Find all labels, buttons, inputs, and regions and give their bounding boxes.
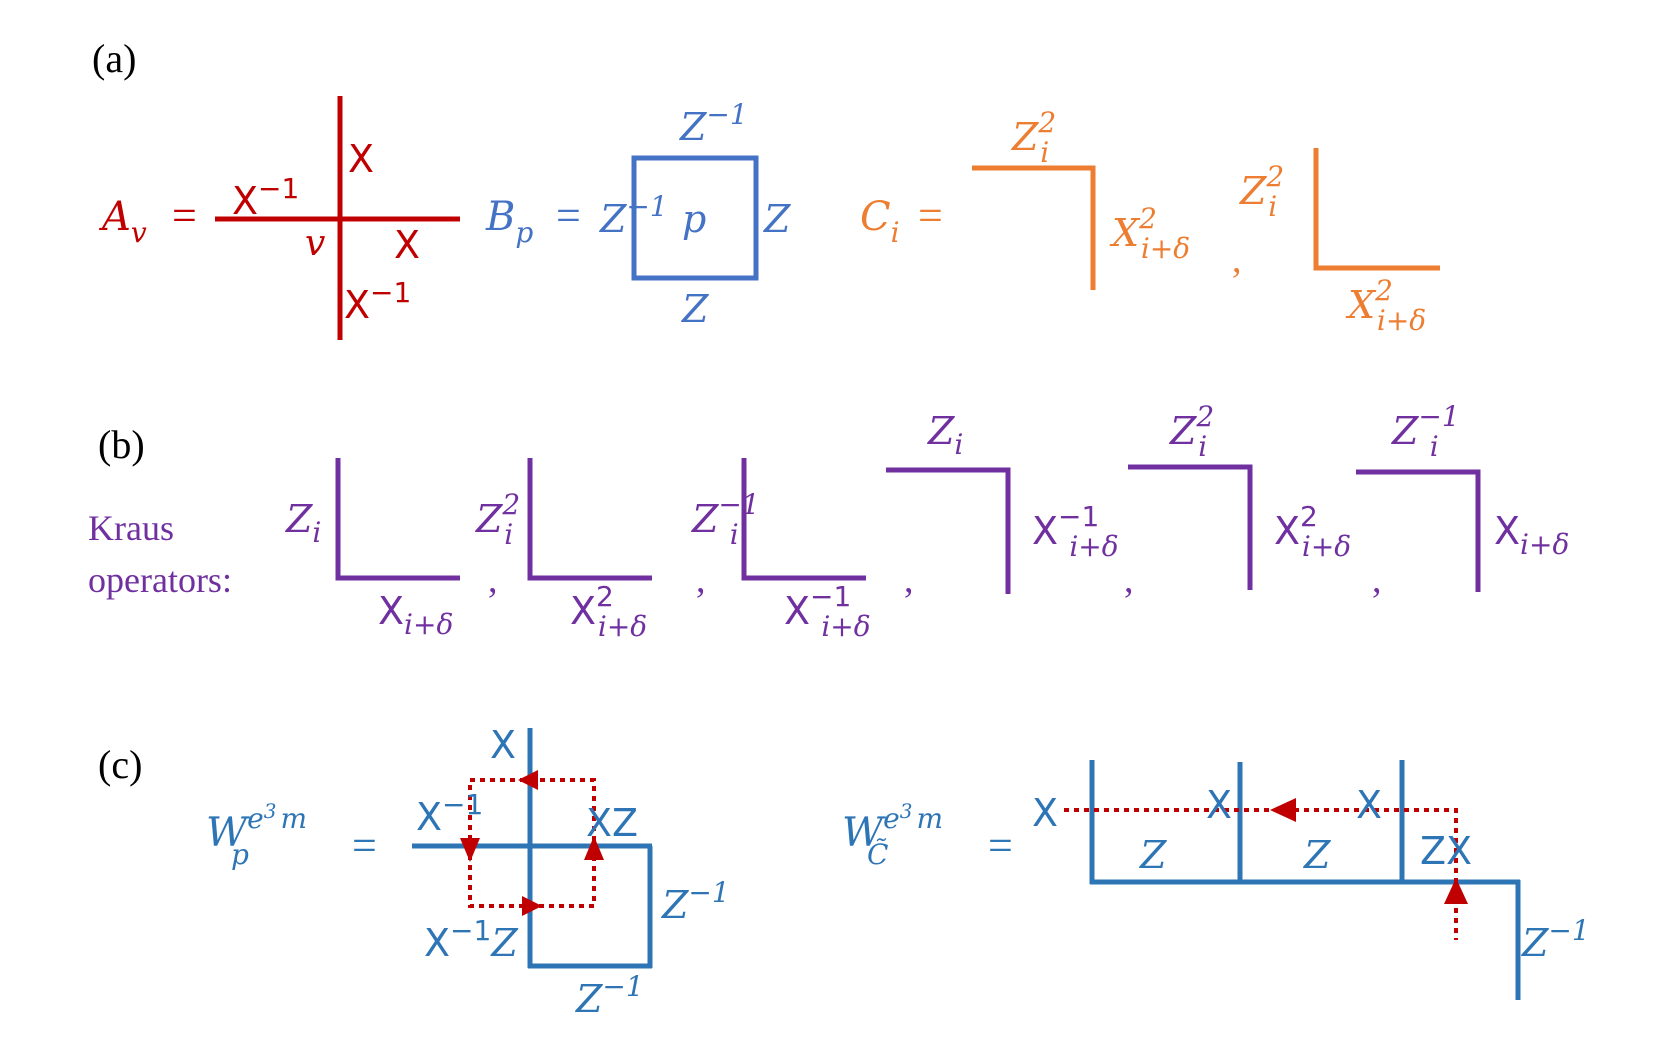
Bp-right-Z: Z <box>763 197 791 241</box>
Bp-left-Zinv: Z−1 <box>599 190 668 241</box>
Bp-bottom-Z: Z <box>681 287 709 331</box>
plaquette-operator-Bp: Bp = Z−1 Z−1 p Z Z <box>485 98 791 331</box>
svg-text:Z2i: Z2i <box>475 488 520 551</box>
Wc-X-3: X <box>1356 783 1382 827</box>
svg-text:X−1i+δ: X−1i+δ <box>784 580 871 643</box>
svg-text:Z−1i: Z−1i <box>691 488 760 551</box>
Bp-symbol: Bp <box>485 194 533 249</box>
Wc-Z-2: Z <box>1303 833 1331 877</box>
kraus-label-line2: operators: <box>88 560 232 600</box>
svg-text:Xi+δ: Xi+δ <box>378 589 453 641</box>
panel-label-b: (b) <box>98 422 145 467</box>
Ci-corner-2 <box>1313 148 1440 271</box>
Wc-X-2: X <box>1206 783 1232 827</box>
svg-text:X2i+δ: X2i+δ <box>570 580 647 643</box>
Bp-square <box>631 155 759 281</box>
svg-text:Xi+δ: Xi+δ <box>1494 509 1569 561</box>
Wp-equals: = <box>352 821 377 870</box>
Av-right-X: X <box>394 223 420 267</box>
Wc-Z-1: Z <box>1139 833 1167 877</box>
Wp-left-Xinv: X−1 <box>416 788 483 839</box>
Wp-bottom-Zinv: Z−1 <box>575 970 644 1021</box>
Av-symbol: Av <box>98 194 147 249</box>
Av-bottom-Xinv: X−1 <box>344 276 411 327</box>
Av-top-X: X <box>348 137 374 181</box>
Wp-XZ: XZ <box>586 801 638 845</box>
svg-text:Z2i: Z2i <box>1169 400 1214 463</box>
Wp-top-X: X <box>490 723 516 767</box>
Bp-equals: = <box>556 191 581 240</box>
Av-left-Xinv: X−1 <box>232 172 299 223</box>
Wc-X-1: X <box>1032 791 1058 835</box>
kraus-label-line1: Kraus <box>88 508 174 548</box>
Av-equals: = <box>172 191 197 240</box>
Wp-right-Zinv: Z−1 <box>661 876 730 927</box>
svg-text:,: , <box>696 559 706 601</box>
svg-text:Zi: Zi <box>285 497 321 549</box>
Bp-center-p: p <box>682 197 706 241</box>
Wc-ZX: ZX <box>1420 829 1472 873</box>
Ci-symbol: Ci <box>860 194 900 249</box>
svg-text:X−1i+δ: X−1i+δ <box>1032 500 1119 563</box>
panel-label-a: (a) <box>92 36 136 81</box>
Wp-bottom-left-Xinv-Z: X−1Z <box>424 914 518 965</box>
svg-text:Zi: Zi <box>927 409 963 461</box>
svg-text:,: , <box>1372 559 1382 601</box>
Bp-top-Zinv: Z−1 <box>679 98 748 149</box>
Ci-comma: , <box>1232 239 1242 281</box>
Wc-equals: = <box>988 821 1013 870</box>
svg-text:,: , <box>904 559 914 601</box>
Ci-corner-1 <box>972 165 1096 290</box>
kraus-op-1: Zi Xi+δ , <box>285 458 498 641</box>
panel-label-c: (c) <box>98 742 142 787</box>
svg-text:Z−1i: Z−1i <box>1391 400 1460 463</box>
svg-text:X2i+δ: X2i+δ <box>1274 500 1351 563</box>
Ci-equals: = <box>918 191 943 240</box>
svg-text:,: , <box>1124 559 1134 601</box>
Wc-right-Zinv: Z−1 <box>1521 914 1590 965</box>
svg-text:,: , <box>488 559 498 601</box>
Av-center-v: v <box>305 223 325 264</box>
vertex-operator-Av: Av = X X−1 v X X−1 <box>98 96 460 340</box>
